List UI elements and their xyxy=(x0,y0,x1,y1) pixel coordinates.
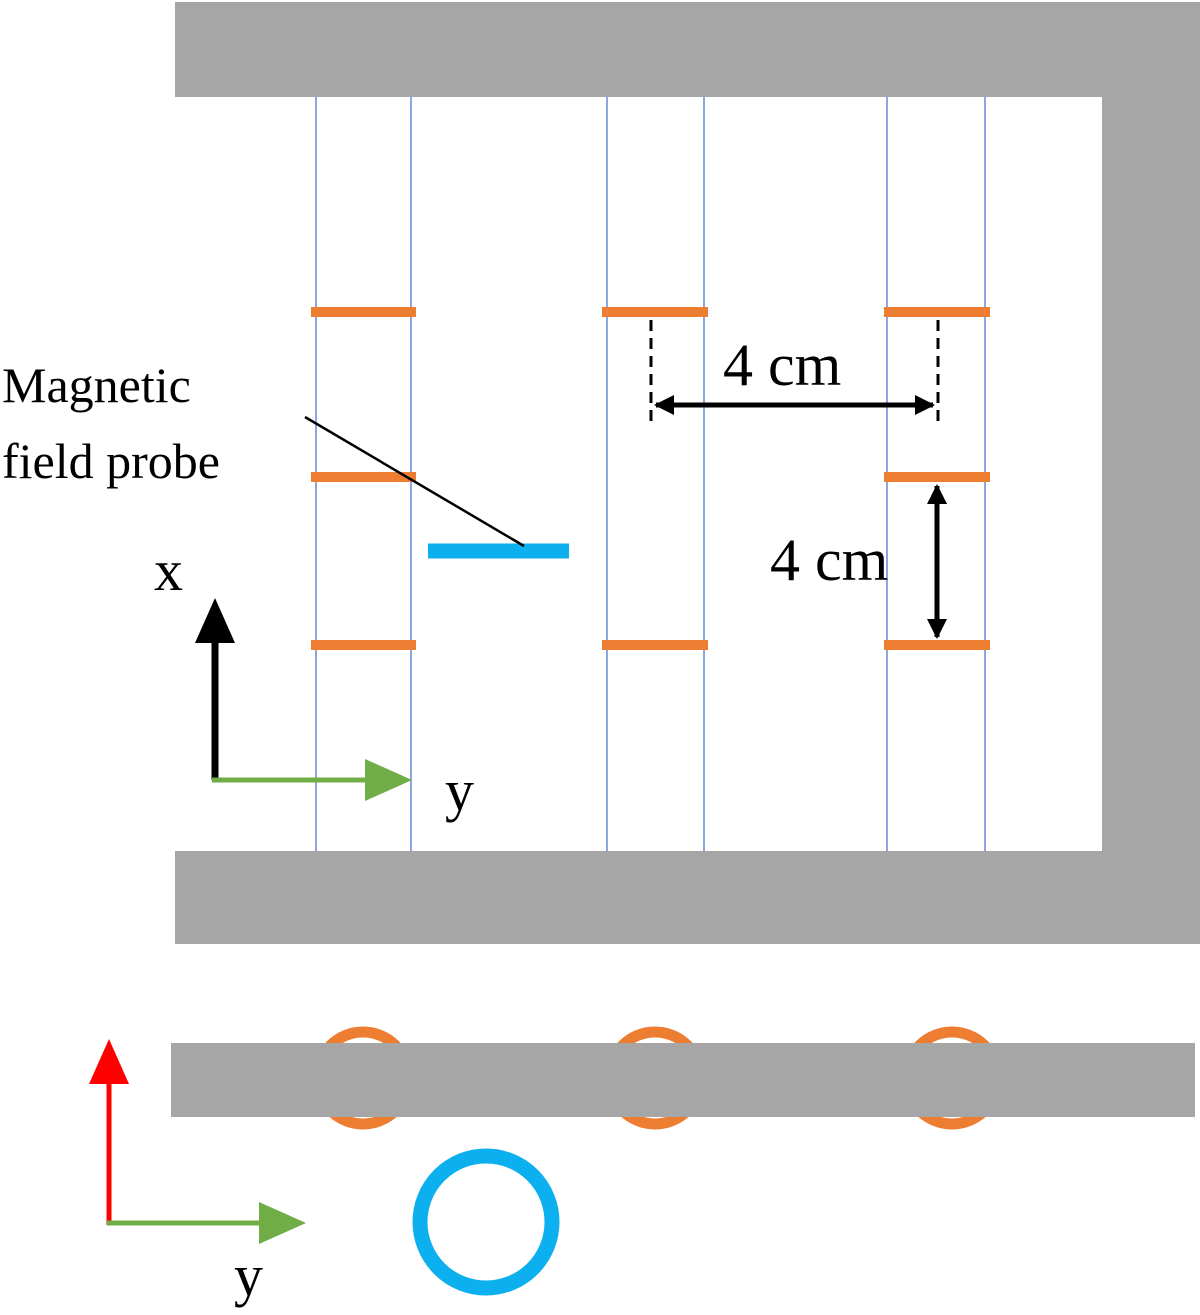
horizontal-dimension: 4 cm xyxy=(649,320,940,422)
core-side-bar xyxy=(171,1043,1195,1117)
probe-label-line2: field probe xyxy=(2,433,220,489)
y-axis-arrowhead xyxy=(365,759,412,801)
probe-leader-line xyxy=(304,415,525,548)
axes-side-view: y xyxy=(89,1039,306,1308)
probe-label-line1: Magnetic xyxy=(2,357,191,413)
core-top-bar xyxy=(175,2,1200,97)
magnetic-field-probe-side xyxy=(412,1148,560,1296)
axes-top-view: x y xyxy=(154,538,474,823)
vertical-dimension: 4 cm xyxy=(770,484,947,639)
y-axis-label-bottom: y xyxy=(234,1243,263,1308)
horizontal-dimension-label: 4 cm xyxy=(723,332,841,398)
x-axis-label: x xyxy=(154,538,183,603)
vertical-dimension-label: 4 cm xyxy=(770,527,888,593)
x-axis-arrowhead xyxy=(195,598,235,643)
y-axis-label-top: y xyxy=(445,758,474,823)
c-core-top-view xyxy=(175,2,1200,944)
coil-turns-top-view xyxy=(311,307,990,650)
z-axis-arrowhead xyxy=(89,1039,129,1084)
core-bottom-bar xyxy=(175,851,1200,944)
side-view xyxy=(171,1026,1195,1296)
core-right-bar xyxy=(1102,2,1200,944)
y-axis-arrowhead-side xyxy=(259,1202,306,1244)
